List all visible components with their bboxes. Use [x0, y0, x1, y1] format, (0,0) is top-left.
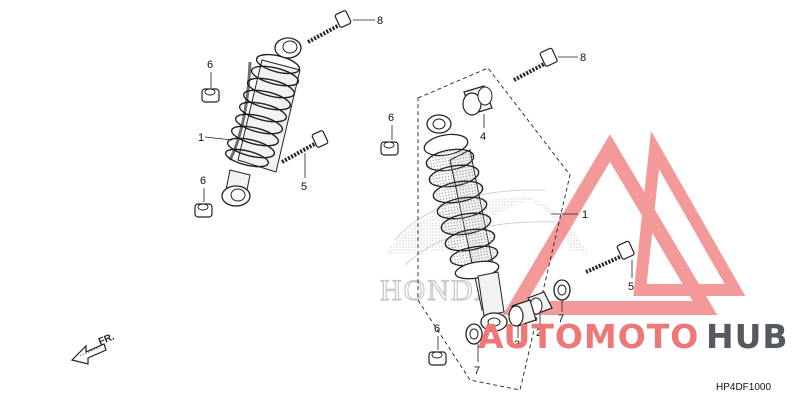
left-bottom-nut — [194, 203, 213, 218]
callout-right-bushing-bottom: 3 — [514, 339, 520, 351]
callout-right-bushing-top: 4 — [480, 131, 486, 143]
callout-right-bolt-top: 8 — [580, 52, 586, 64]
right-bottom-nut — [428, 351, 447, 366]
callout-right-ring-left: 7 — [474, 365, 480, 377]
right-shock-absorber — [423, 114, 508, 332]
right-bottom-bushing — [508, 299, 537, 327]
watermark-text-hub: HUB — [706, 317, 789, 356]
diagram-code: HP4DF1000 — [716, 382, 771, 393]
right-top-bolt — [513, 47, 558, 82]
callout-right-collar: 2 — [536, 327, 542, 339]
right-top-bushing — [462, 85, 493, 116]
watermark-logo — [502, 130, 746, 315]
right-washer-ring — [553, 279, 571, 301]
callout-right-nut-bottom: 6 — [434, 323, 440, 335]
callout-left-bolt-bottom: 5 — [301, 181, 307, 193]
callout-right-ring-right: 7 — [558, 313, 564, 325]
direction-label: FR. — [97, 331, 116, 347]
left-bottom-bolt — [281, 130, 329, 164]
front-direction-arrow: FR. — [70, 331, 116, 365]
right-mid-bolt — [585, 240, 635, 274]
callout-left-bolt-top: 8 — [377, 15, 383, 27]
left-top-bolt — [307, 10, 352, 44]
callout-right-bolt-mid: 5 — [628, 281, 634, 293]
callout-left-nut-bottom: 6 — [200, 175, 206, 187]
left-top-nut — [201, 88, 220, 103]
watermark-text-automoto: AUTOMOTO — [478, 317, 699, 356]
left-shock-absorber — [221, 37, 302, 207]
callout-left-nut-top: 6 — [207, 59, 213, 71]
callout-left-shock: 1 — [198, 132, 204, 144]
callout-right-nut-upper: 6 — [388, 112, 394, 124]
left-washer-ring — [465, 323, 483, 345]
right-upper-nut — [380, 141, 399, 156]
callout-right-shock: 1 — [582, 209, 588, 221]
